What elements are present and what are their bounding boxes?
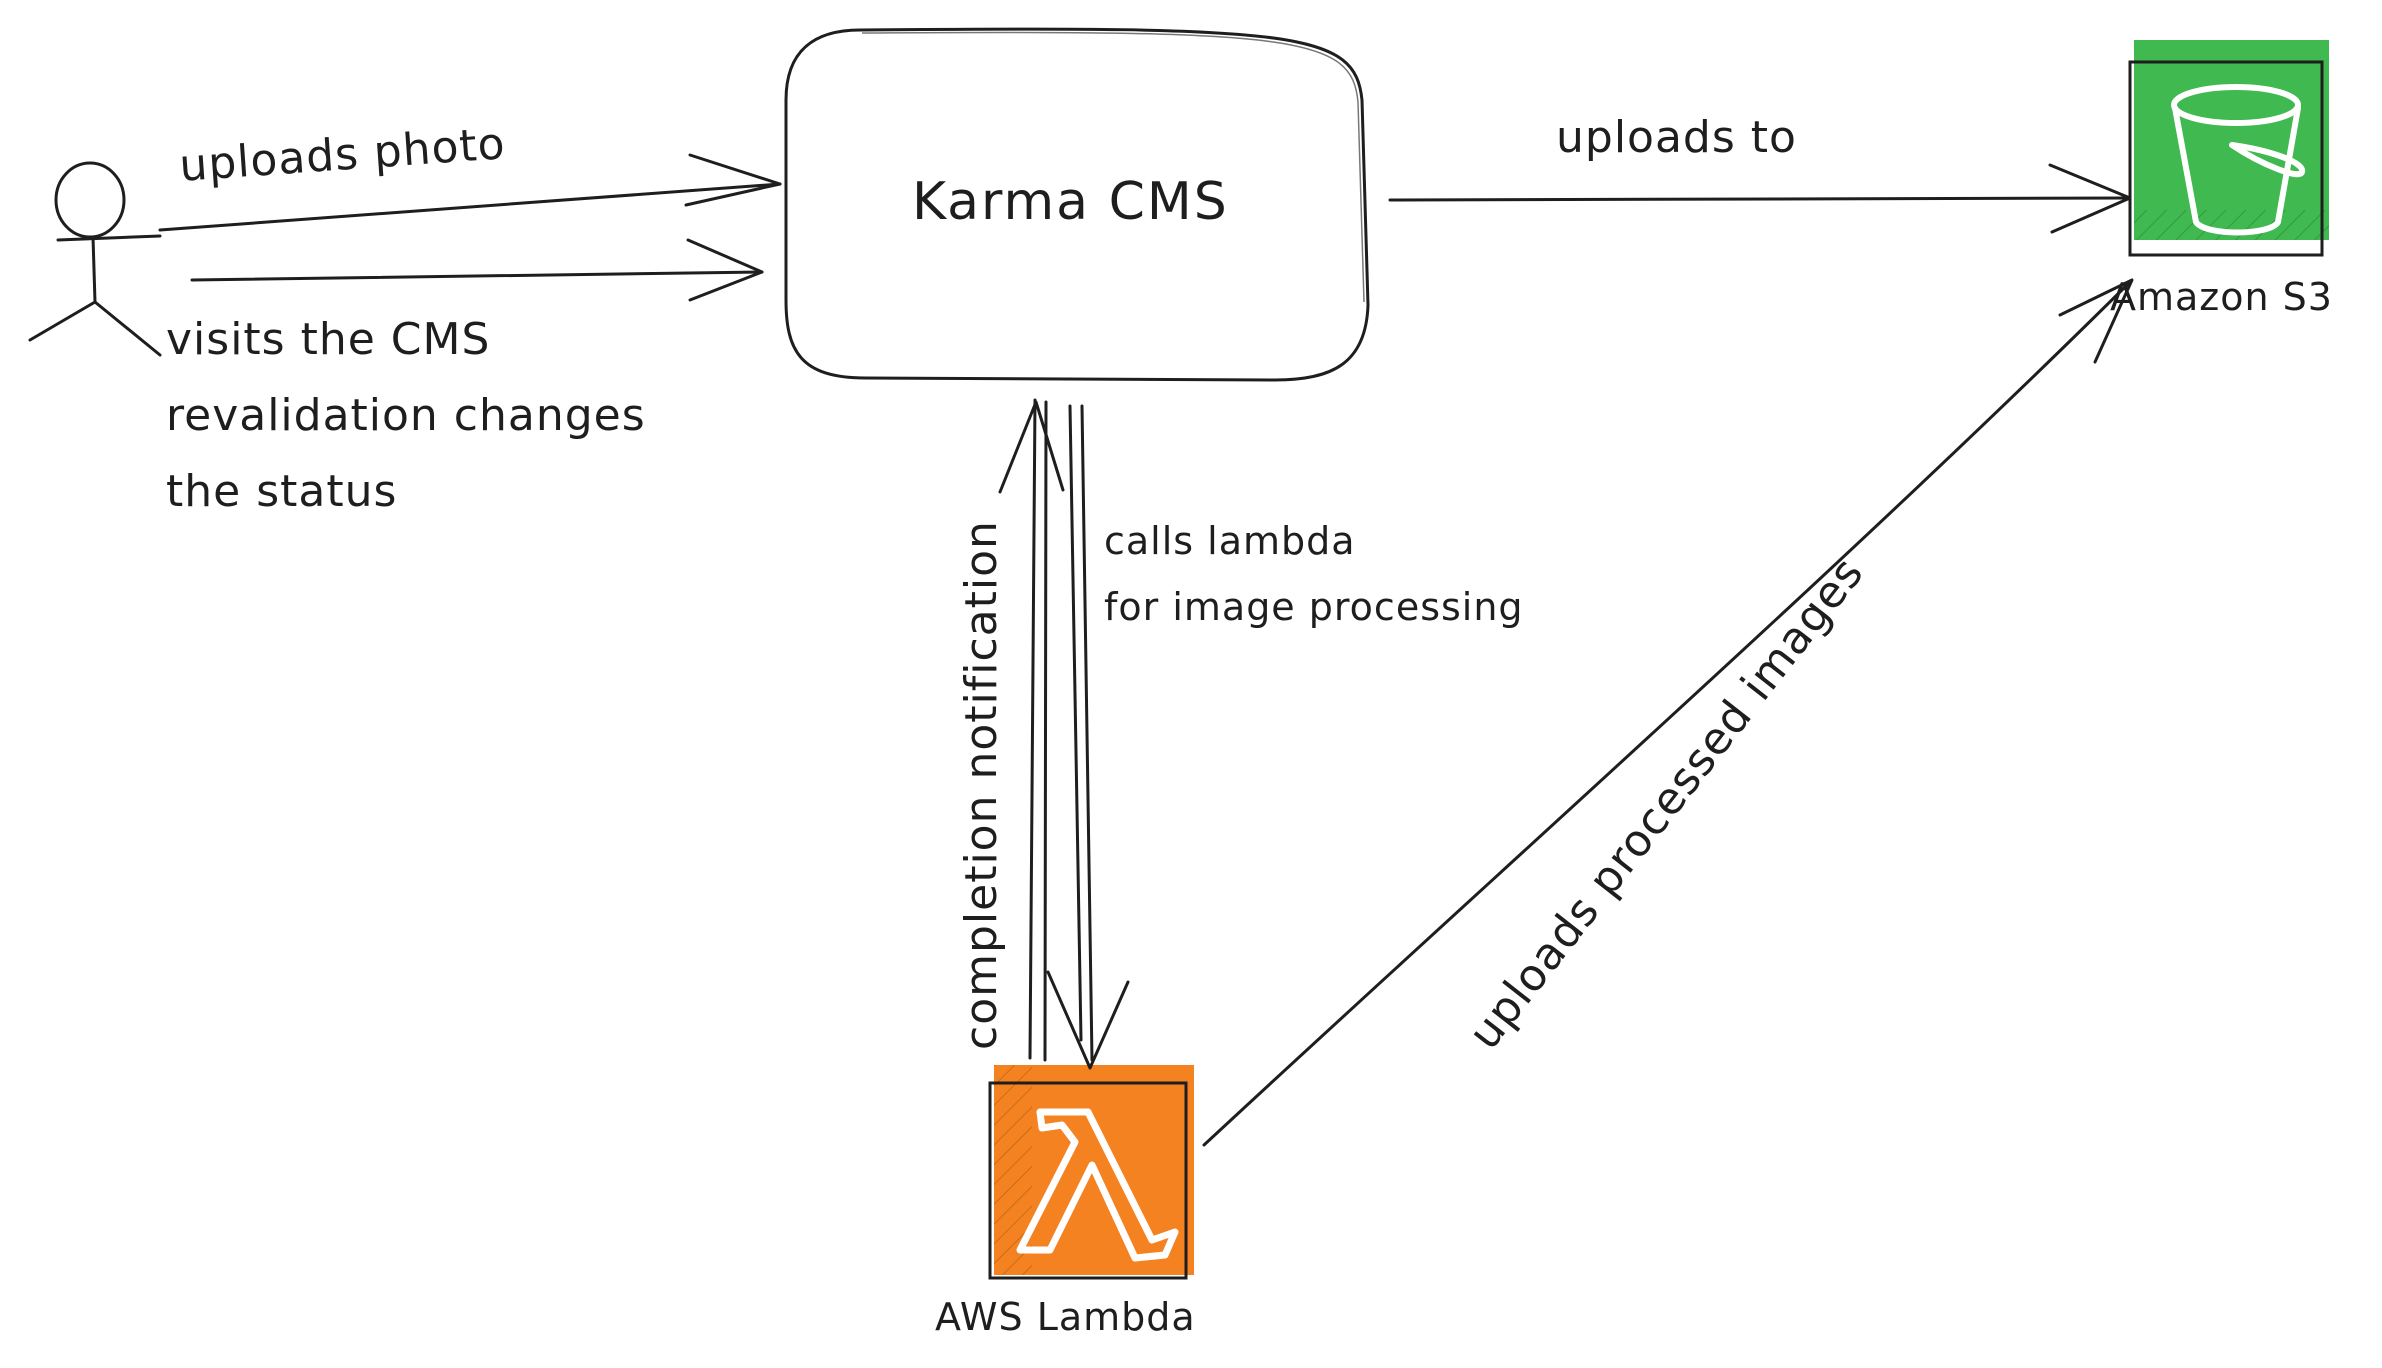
uploads-to-label: uploads to: [1556, 112, 1797, 163]
arrow-uploads-processed: [1202, 278, 2134, 1147]
arrow-visits-cms: [190, 238, 764, 302]
visits-cms-line-3: the status: [166, 466, 398, 517]
arrow-uploads-photo: [158, 153, 782, 232]
aws-lambda-icon: [988, 1065, 1194, 1280]
arrow-completion-notification: [998, 398, 1065, 1062]
calls-lambda-line-2: for image processing: [1104, 585, 1524, 629]
cms-label: Karma CMS: [912, 172, 1229, 232]
s3-label: Amazon S3: [2110, 275, 2333, 319]
arrow-calls-lambda: [1046, 404, 1130, 1070]
calls-lambda-line-1: calls lambda: [1104, 519, 1356, 563]
arrow-uploads-to: [1388, 163, 2132, 234]
lambda-label: AWS Lambda: [935, 1295, 1196, 1339]
cms-box: [784, 27, 1370, 382]
completion-notification-label: completion notification: [956, 520, 1007, 1050]
user-actor-icon: [28, 161, 162, 357]
visits-cms-line-1: visits the CMS: [166, 314, 491, 365]
amazon-s3-icon: [2128, 40, 2329, 257]
visits-cms-line-2: revalidation changes: [166, 390, 646, 441]
